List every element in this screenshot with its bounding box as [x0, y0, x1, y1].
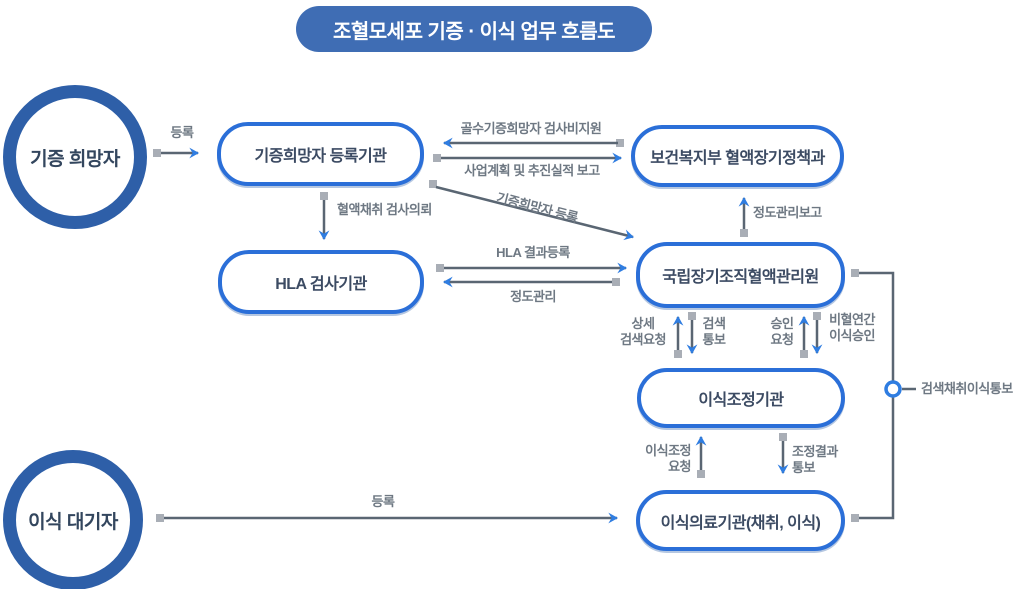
arrow-detail-search-request — [672, 315, 684, 358]
node-transplant-medical-institution: 이식의료기관(채취, 이식) — [636, 490, 845, 551]
diagram-title: 조혈모세포 기증 · 이식 업무 흐름도 — [296, 6, 652, 52]
label-blood-sample-request: 혈액채취 검사의뢰 — [337, 202, 432, 217]
node-national-organ-tissue-blood-agency: 국립장기조직혈액관리원 — [636, 242, 845, 308]
label-recipient-register: 등록 — [371, 494, 395, 509]
node-donor-registry: 기증희망자 등록기관 — [217, 122, 424, 186]
label-quality-mgmt: 정도관리 — [510, 289, 556, 304]
arrow-quality-mgmt-report — [738, 196, 750, 237]
label-detail-search-request: 상세 검색요청 — [620, 316, 666, 348]
arrow-transplant-coord-request — [695, 435, 707, 478]
label-search-notify: 검색 통보 — [702, 316, 726, 348]
node-transplant-coordination-agency: 이식조정기관 — [637, 368, 845, 428]
node-hla-test-agency: HLA 검사기관 — [218, 250, 424, 314]
label-transplant-coord-request: 이식조정 요청 — [645, 443, 691, 475]
label-search-collect-notify: 검색채취이식통보 — [921, 381, 1013, 396]
arrow-quality-mgmt — [442, 276, 620, 288]
label-approval-request: 승인 요청 — [770, 316, 794, 348]
arrow-blood-sample-request — [318, 192, 330, 241]
actor-transplant-waiter: 이식 대기자 — [3, 450, 143, 589]
arrow-coord-result-notify — [777, 433, 789, 475]
arrow-business-report — [433, 152, 623, 164]
label-business-report: 사업계획 및 추진실적 보고 — [464, 163, 600, 178]
actor-donor-candidate: 기증 희망자 — [3, 85, 147, 229]
label-coord-result-notify: 조정결과 통보 — [792, 444, 838, 476]
arrow-approval-request — [798, 315, 810, 358]
arrow-unrelated-approval — [811, 312, 823, 355]
label-donor-register: 등록 — [170, 125, 194, 140]
label-unrelated-approval: 비혈연간 이식승인 — [829, 312, 875, 344]
label-exam-cost-support: 골수기증희망자 검사비지원 — [460, 121, 602, 136]
node-ministry-blood-organ-policy: 보건복지부 혈액장기정책과 — [631, 125, 844, 187]
loop-junction-node — [884, 380, 902, 398]
label-quality-mgmt-report: 정도관리보고 — [753, 205, 822, 220]
arrow-recipient-register — [156, 512, 619, 524]
arrow-hla-result-register — [436, 262, 628, 274]
arrow-exam-cost-support — [442, 137, 624, 149]
arrow-search-notify — [686, 312, 698, 355]
arrow-donor-registration-diagonal — [429, 180, 635, 241]
loop-search-collect-notify — [851, 269, 916, 522]
arrow-donor-register — [153, 147, 200, 159]
label-hla-result-register: HLA 결과등록 — [496, 245, 570, 260]
